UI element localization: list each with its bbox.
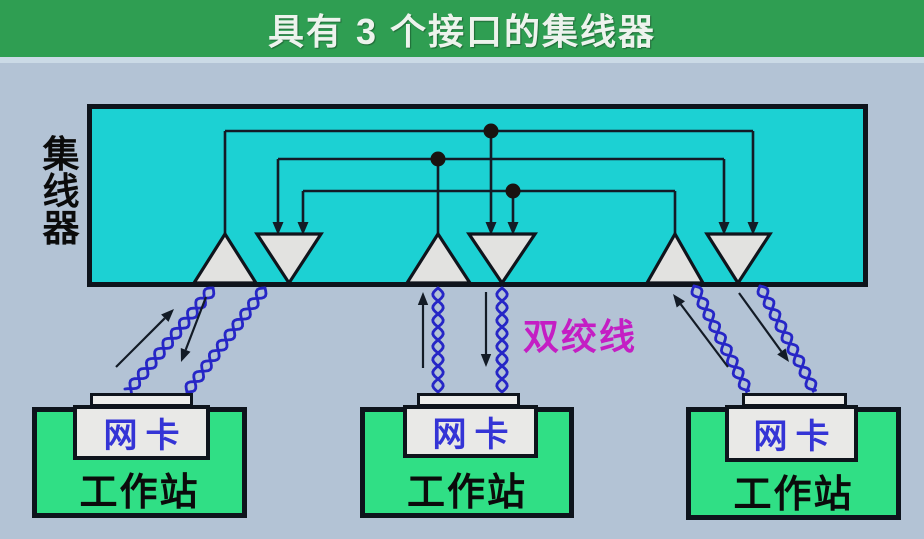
workstation-label-1: 工作站 (79, 472, 200, 514)
driver-triangle (704, 232, 773, 286)
signal-arrowhead (777, 348, 789, 362)
wiring-arrowhead (297, 222, 309, 235)
twisted-pair-cable (758, 284, 818, 393)
nic-label-3: 网卡 (753, 418, 838, 456)
workstation-label-2: 工作站 (406, 472, 527, 514)
wiring-arrowhead (718, 222, 730, 235)
nic-box-2: 网卡 (403, 405, 538, 458)
signal-arrow-shaft (679, 303, 729, 368)
page-title: 具有 3 个接口的集线器 (267, 10, 657, 52)
twisted-pair-label: 双绞线 (523, 316, 638, 357)
twisted-pair-cable (184, 286, 268, 394)
twisted-pair-cable (692, 284, 751, 394)
wiring-arrowhead (507, 222, 519, 235)
signal-arrow-shaft (115, 317, 166, 368)
signal-arrowhead (673, 294, 685, 308)
hub-label: 集线器 (42, 134, 80, 249)
nic-label-2: 网卡 (432, 416, 517, 454)
wiring-arrowhead (272, 222, 284, 235)
junction-dot (505, 183, 521, 199)
junction-dot (430, 151, 446, 167)
driver-triangle (254, 232, 324, 286)
twisted-pair-cable (128, 286, 216, 396)
signal-arrow-shaft (738, 292, 783, 353)
twisted-pair-cable (495, 286, 509, 394)
wiring-arrowhead (485, 222, 497, 235)
nic-box-1: 网卡 (73, 405, 210, 460)
signal-arrowhead (480, 354, 492, 367)
signal-arrowhead (180, 348, 191, 362)
driver-triangle (465, 232, 539, 286)
signal-arrowhead (417, 292, 429, 305)
signal-arrowhead (161, 309, 174, 322)
twisted-pair-cable (431, 286, 445, 394)
wiring-arrowhead (747, 222, 759, 235)
signal-arrow-shaft (184, 296, 208, 351)
twisted-pair-cable (756, 284, 817, 392)
workstation-label-3: 工作站 (733, 474, 854, 516)
junction-dot (483, 123, 499, 139)
nic-box-3: 网卡 (725, 405, 858, 462)
receiver-triangle (404, 231, 473, 285)
nic-label-1: 网卡 (103, 417, 188, 455)
receiver-triangle (191, 231, 259, 285)
title-banner: 具有 3 个接口的集线器 (0, 0, 924, 63)
twisted-pair-cable (690, 284, 751, 392)
receiver-triangle (644, 230, 706, 285)
